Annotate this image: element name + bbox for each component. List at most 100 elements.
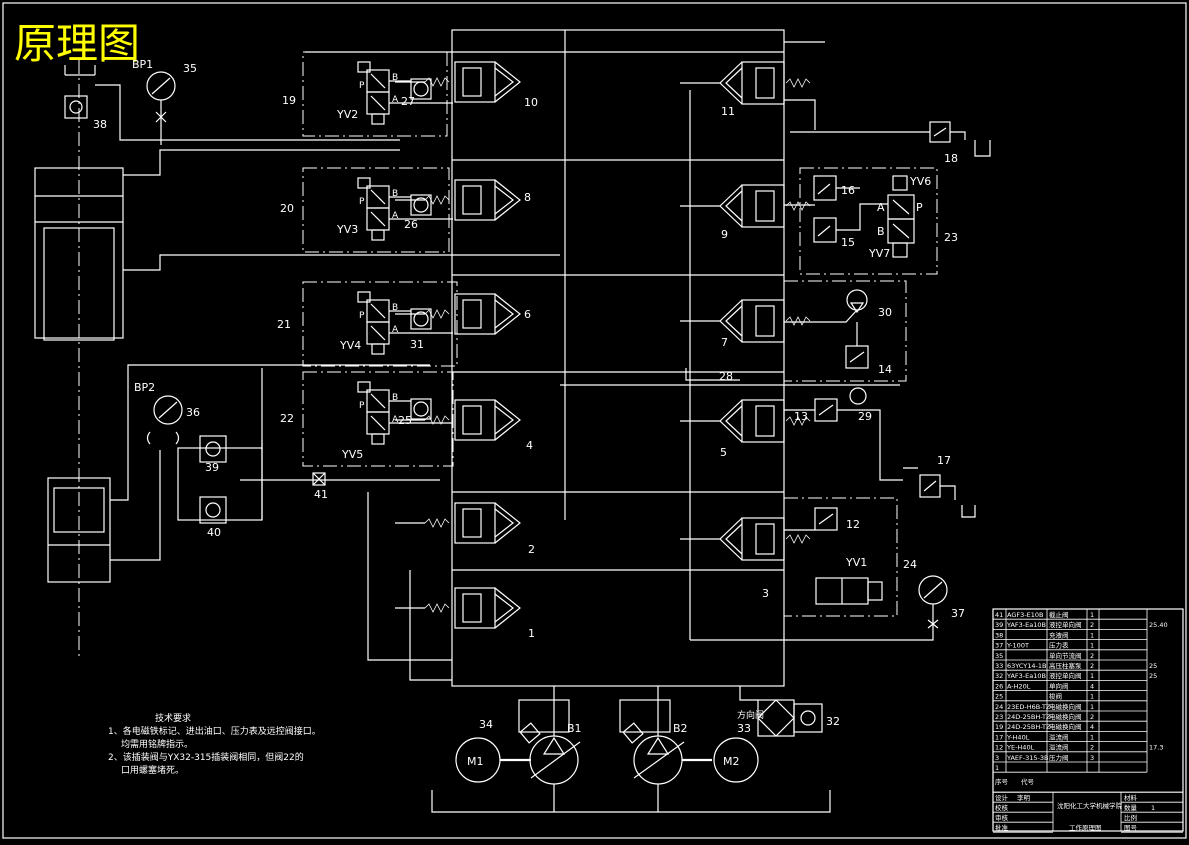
cartridge-seat bbox=[719, 184, 743, 228]
spring bbox=[424, 603, 450, 613]
label-2: 2 bbox=[528, 543, 535, 556]
cell-qty: 1 bbox=[1090, 631, 1094, 639]
label-39: 39 bbox=[205, 461, 219, 474]
cell-qty: 1 bbox=[1090, 693, 1094, 701]
cartridge-body bbox=[454, 399, 496, 441]
cartridge-valve-left-2 bbox=[395, 179, 521, 221]
label-24: 24 bbox=[903, 558, 917, 571]
cartridge-seat bbox=[719, 517, 743, 561]
shuttle-valve bbox=[410, 398, 432, 420]
cell-code: AGF3-E10B bbox=[1007, 611, 1043, 619]
label-11: 11 bbox=[721, 105, 735, 118]
cartridge-valve-right-3 bbox=[680, 299, 811, 343]
shuttle-valve bbox=[410, 194, 432, 216]
port-label-p: P bbox=[359, 81, 365, 91]
label-41: 41 bbox=[314, 488, 328, 501]
cell-no: 35 bbox=[995, 652, 1003, 660]
cell-qty: 1 bbox=[1090, 642, 1094, 650]
cell-code: A-H20L bbox=[1007, 682, 1031, 690]
cell-no: 24 bbox=[995, 703, 1003, 711]
port-label-b: B bbox=[392, 393, 398, 403]
cell-qty: 1 bbox=[1090, 703, 1094, 711]
pilot-valve-group-2: PBA bbox=[302, 167, 453, 253]
label-23-p: P bbox=[916, 201, 923, 214]
label-8: 8 bbox=[524, 191, 531, 204]
title-row-label: 设计 bbox=[995, 793, 1009, 802]
valve-arrows bbox=[370, 393, 386, 431]
tank-lines bbox=[431, 686, 831, 813]
piping-right bbox=[560, 41, 934, 701]
cartridge-valve-left-3 bbox=[395, 293, 521, 335]
cell-note: 25.40 bbox=[1149, 621, 1168, 629]
label-17: 17 bbox=[937, 454, 951, 467]
cartridge-seat-inner bbox=[725, 523, 743, 555]
designer-name: 李明 bbox=[1017, 793, 1031, 802]
label-yv2: YV2 bbox=[336, 108, 358, 121]
cell-no: 38 bbox=[995, 631, 1003, 639]
spring bbox=[424, 518, 450, 528]
label-yv4: YV4 bbox=[339, 339, 361, 352]
label-18: 18 bbox=[944, 152, 958, 165]
cell-name: 电磁换向阀 bbox=[1049, 712, 1082, 721]
label-15: 15 bbox=[841, 236, 855, 249]
label-25: 25 bbox=[398, 414, 412, 427]
pilot-valve-group-3: PBA bbox=[302, 281, 458, 367]
group-boundary bbox=[302, 281, 458, 367]
label-20: 20 bbox=[280, 202, 294, 215]
cell-no: 25 bbox=[995, 693, 1003, 701]
shuttle-ball bbox=[413, 81, 429, 97]
notes-line-2: 均需用铭牌指示。 bbox=[121, 738, 193, 750]
port-label-a: A bbox=[392, 211, 399, 221]
gallery-line bbox=[409, 570, 452, 681]
cartridge-valve-left-5 bbox=[395, 502, 521, 544]
label-21: 21 bbox=[277, 318, 291, 331]
cartridge-valve-left-4 bbox=[395, 399, 521, 441]
cell-name: 压力表 bbox=[1049, 641, 1069, 650]
label-yv1: YV1 bbox=[845, 556, 867, 569]
cell-name: 液控单向阀 bbox=[1049, 620, 1082, 629]
cell-note: 17.3 bbox=[1149, 744, 1163, 752]
cartridge-body bbox=[741, 399, 785, 443]
label-40: 40 bbox=[207, 526, 221, 539]
cell-qty: 1 bbox=[1090, 611, 1094, 619]
manual-override bbox=[357, 61, 371, 73]
label-32: 32 bbox=[826, 715, 840, 728]
notes-line-1: 1、各电磁铁标记、进出油口、压力表及远控阀接口。 bbox=[108, 725, 321, 737]
port-label-p: P bbox=[359, 401, 365, 411]
label-29: 29 bbox=[858, 410, 872, 423]
cartridge-labels: 10 8 6 4 2 1 11 9 7 5 3 19 20 21 22 27 2… bbox=[277, 94, 769, 640]
label-9: 9 bbox=[721, 228, 728, 241]
shuttle-ball bbox=[413, 401, 429, 417]
port-label-a: A bbox=[392, 325, 399, 335]
port-label-p: P bbox=[359, 311, 365, 321]
cell-qty: 2 bbox=[1090, 744, 1094, 752]
label-bp1: BP1 bbox=[132, 58, 153, 71]
cartridge-seat-inner bbox=[725, 67, 743, 99]
label-33: 33 bbox=[737, 722, 751, 735]
cell-note: 25 bbox=[1149, 672, 1157, 680]
label-m1: M1 bbox=[467, 755, 484, 768]
group-boundary bbox=[302, 371, 454, 467]
cartridge-spool bbox=[755, 305, 775, 337]
label-yv7: YV7 bbox=[868, 247, 890, 260]
label-yv5: YV5 bbox=[341, 448, 363, 461]
cartridge-seat-inner bbox=[494, 405, 514, 435]
cartridge-valve-right-4 bbox=[680, 399, 811, 443]
shuttle-valve bbox=[410, 78, 432, 100]
label-m2: M2 bbox=[723, 755, 740, 768]
port-label-a: A bbox=[392, 95, 399, 105]
cartridge-spool bbox=[755, 67, 775, 99]
label-5: 5 bbox=[720, 446, 727, 459]
notes-line-3: 2、该插装阀与YX32-315插装阀相同，但阀22的 bbox=[108, 751, 304, 763]
label-14: 14 bbox=[878, 363, 892, 376]
cell-note: 25 bbox=[1149, 662, 1157, 670]
